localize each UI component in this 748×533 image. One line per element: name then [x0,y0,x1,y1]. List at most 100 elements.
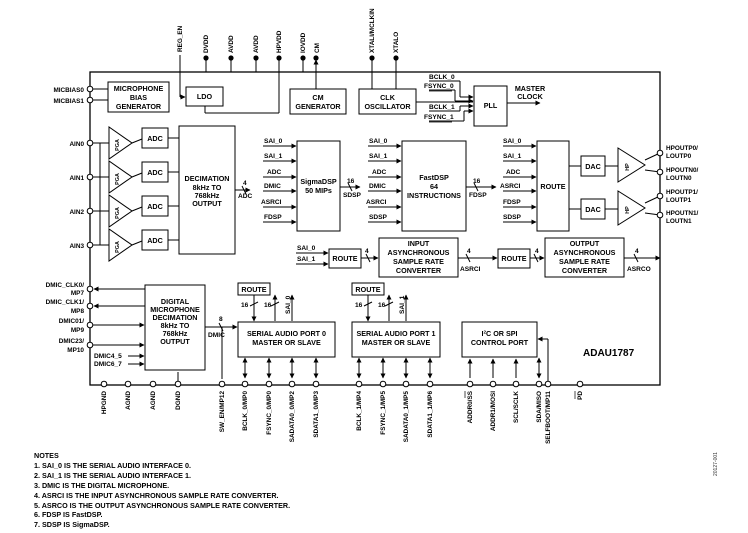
input-asrc-label-1: INPUT [408,239,430,248]
pin-bclk0-mp0: BCLK_0/MP0 [242,391,249,431]
sigmadsp-block [296,140,341,232]
cm-generator-block [289,88,347,115]
pin-xtalo: XTALO [393,32,400,53]
sig-sdsp-in-sai0: SAI_0 [264,138,283,145]
pin-reg-en: REG_EN [177,25,184,52]
adc-label-2: ADC [147,202,163,211]
mic-bias-label-2: BIAS [130,93,147,102]
hp-label-1: HP [625,206,631,214]
pin-mp9: MP9 [71,327,85,334]
pga-label-0: PGA [115,139,121,151]
top-pin-lines [179,55,397,114]
sig-sap1-in-width: 16 [355,302,363,309]
pin-dmic-clk1: DMIC_CLK1/ [46,299,85,306]
sig-route-in-sai0: SAI_0 [503,138,522,145]
sig-sdsp-out: SDSP [343,192,362,199]
sig-dmic-out: DMIC [208,332,225,339]
top-pin-labels: REG_EN DVDD AVDD AVDD HPVDD IOVDD CM XTA… [177,8,400,53]
sig-route-in-sai1: SAI_1 [503,153,522,160]
pll-label: PLL [484,101,498,110]
pga-amplifiers [108,126,133,262]
sig-fdsp-bus-width: 16 [473,178,481,185]
dmic-decim-label-3: DECIMATION [153,313,198,322]
sap1-route-label: ROUTE [355,285,380,294]
ldo-label: LDO [197,92,213,101]
sig-sdsp-in-dmic: DMIC [264,183,281,190]
pin-pd: PD [577,391,584,400]
pin-iovdd: IOVDD [300,32,307,53]
pin-hpoutn0: HPOUTN0/ [666,167,699,174]
pga-label-2: PGA [115,207,121,219]
pin-loutn1: LOUTN1 [666,218,692,225]
output-asrc-label-3: SAMPLE RATE [559,257,610,266]
sig-route-in-fdsp: FDSP [503,199,521,206]
sig-fdsp-in-sai0: SAI_0 [369,138,388,145]
clk-osc-label-1: CLK [380,93,396,102]
pin-loutp0: LOUTP0 [666,153,692,160]
pin-dgnd: DGND [175,391,182,410]
pin-avdd-2: AVDD [253,35,260,53]
dac-label-1: DAC [585,205,601,214]
master-clock-label-1: MASTER [515,84,546,93]
hp-label-0: HP [625,163,631,171]
fastdsp-block [401,140,467,232]
pin-mp7: MP7 [71,290,85,297]
pin-sadata0-1-mp5: SADATA0_1/MP5 [403,391,410,443]
sig-route-in-asrci: ASRCI [500,183,521,190]
sig-sdsp-in-adc: ADC [267,169,282,176]
sig-dmic-bus-width: 8 [219,316,223,323]
pin-dvdd: DVDD [203,35,210,53]
pin-ain3: AIN3 [69,243,84,250]
sigmadsp-label-2: 50 MIPs [305,186,332,195]
figure-id: 20127-001 [713,452,719,476]
bottom-pin-labels: HPGND AGND AGND DGND SW_EN/MP12 BCLK_0/M… [101,390,584,444]
pin-sadata0-0-mp2: SADATA0_0/MP2 [289,391,296,443]
pin-cm: CM [314,43,321,53]
sap0-label-2: MASTER OR SLAVE [252,338,321,347]
pin-bclk1-mp4: BCLK_1/MP4 [356,391,363,431]
fastdsp-label-3: INSTRUCTIONS [407,191,461,200]
serial-audio-port-0 [237,321,336,358]
hp-amplifier-0 [617,147,646,183]
pin-avdd-1: AVDD [228,35,235,53]
pin-micbias1: MICBIAS1 [53,98,84,105]
mic-bias-label-1: MICROPHONE [114,84,164,93]
pin-micbias0: MICBIAS0 [53,87,84,94]
pin-loutn0: LOUTN0 [666,175,692,182]
output-asrc-label-4: CONVERTER [562,266,608,275]
sig-dmic6-7: DMIC6_7 [94,361,122,368]
note-3: 3. DMIC IS THE DIGITAL MICROPHONE. [34,480,170,490]
dmic-decim-label-5: 768kHz [163,329,188,338]
dmic-decim-label-2: MICROPHONE [150,305,200,314]
decimation-label-2: 8kHz TO [193,183,222,192]
pin-sdata1-1-mp6: SDATA1_1/MP6 [427,391,434,438]
right-pin-labels: HPOUTP0/ LOUTP0 HPOUTN0/ LOUTN0 HPOUTP1/… [666,145,699,225]
sig-fdsp-in-dmic: DMIC [369,183,386,190]
clk-osc-label-2: OSCILLATOR [364,102,411,111]
signal-labels: BCLK_0 FSYNC_0 BCLK_1 FSYNC_1 4 ADC SAI_… [94,74,651,368]
mic-bias-block [107,81,170,113]
pin-mp10: MP10 [67,347,84,354]
pin-ain2: AIN2 [69,209,84,216]
sap0-route-label: ROUTE [241,285,266,294]
sig-fsync1: FSYNC_1 [424,114,454,121]
dmic-pins [86,285,145,349]
sig-sap0-sai0: SAI_0 [285,295,292,314]
sig-sdsp-in-sai1: SAI_1 [264,153,283,160]
sig-fdsp-in-sdsp: SDSP [369,214,388,221]
ldo-block [185,86,224,107]
pin-ain1: AIN1 [69,175,84,182]
pin-fsync0-mp0: FSYNC_0/MP0 [266,391,273,435]
decimation-label-3: 768kHz [195,191,220,200]
block-labels: MICROPHONE BIAS GENERATOR LDO CM GENERAT… [114,84,616,347]
sig-dec-adc: ADC [238,193,253,200]
sig-sdsp-in-asrci: ASRCI [261,199,282,206]
sig-asrc-in-sai0: SAI_0 [297,245,316,252]
sig-bclk0: BCLK_0 [429,74,455,81]
ain-pins [86,139,109,249]
control-port-label-2: CONTROL PORT [471,338,529,347]
sig-asrco-out: ASRCO [627,266,651,273]
sig-dmic4-5: DMIC4_5 [94,353,122,360]
pin-hpoutn1: HPOUTN1/ [666,210,699,217]
